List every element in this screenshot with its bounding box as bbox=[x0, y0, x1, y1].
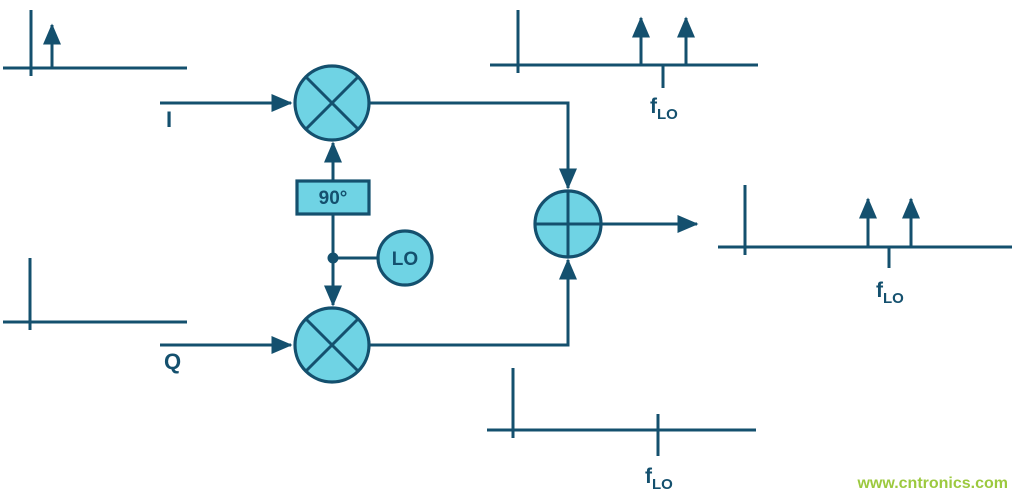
flo-label: fLO bbox=[645, 465, 673, 493]
flo-label: fLO bbox=[650, 95, 678, 123]
flo-subscript: LO bbox=[657, 106, 678, 123]
x-stroke bbox=[304, 75, 360, 131]
phase-shifter-label: 90° bbox=[319, 188, 348, 209]
top-mixer-to-summer-arrow bbox=[369, 101, 577, 190]
flo-f: f bbox=[650, 95, 658, 118]
multiplier-x-icon bbox=[304, 317, 360, 373]
spectrum-q-mixed: fLO bbox=[487, 368, 756, 493]
flo-f: f bbox=[645, 465, 653, 488]
spectrum-q-input bbox=[3, 258, 187, 330]
plus-icon bbox=[535, 191, 601, 257]
flo-subscript: LO bbox=[652, 476, 673, 493]
bottom-mixer-to-summer-arrow bbox=[369, 258, 577, 347]
phase-shifter-block: 90° bbox=[295, 179, 371, 216]
spectrum-i-input bbox=[3, 10, 187, 76]
mixer-bottom bbox=[293, 306, 371, 384]
q-input-label: Q bbox=[164, 349, 181, 374]
phase-shifter-box bbox=[295, 179, 371, 216]
x-stroke bbox=[304, 317, 360, 373]
flo-subscript: LO bbox=[883, 290, 904, 307]
lo-label: LO bbox=[392, 249, 418, 270]
mixer-top bbox=[293, 64, 371, 142]
flo-label: fLO bbox=[876, 279, 904, 307]
multiplier-x-icon bbox=[304, 75, 360, 131]
watermark-text: www.cntronics.com bbox=[856, 475, 1008, 492]
spectrum-i-mixed: fLO bbox=[490, 10, 758, 123]
spectrum-output: fLO bbox=[718, 185, 1012, 307]
i-input-label: I bbox=[166, 107, 172, 132]
flo-f: f bbox=[876, 279, 884, 302]
local-oscillator: LO bbox=[376, 229, 434, 287]
summer bbox=[533, 189, 603, 259]
